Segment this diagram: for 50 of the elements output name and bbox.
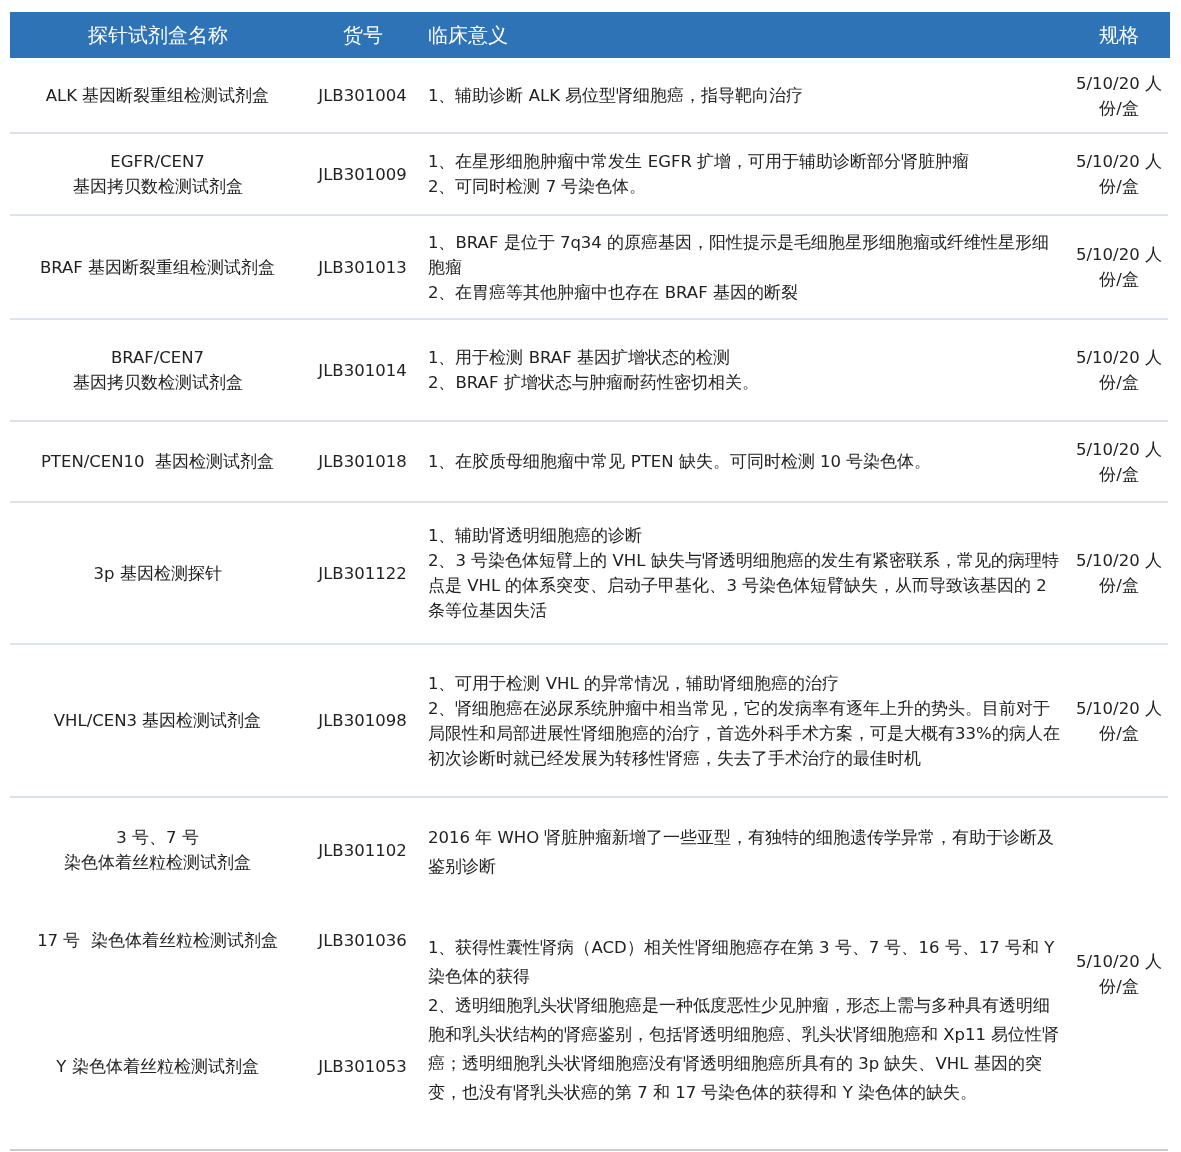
- cell-text: 2016 年 WHO 肾脏肿瘤新增了一些亚型，有独特的细胞遗传学异常，有助于诊断及鉴别诊断: [428, 826, 1056, 878]
- cell-text: VHL/CEN3 基因检测试剂盒: [52, 710, 263, 732]
- cell-text: 5/10/20 人份/盒: [1075, 438, 1163, 486]
- cell-text: 基因拷贝数检测试剂盒: [71, 176, 244, 198]
- cell-text: 17 号 染色体着丝粒检测试剂盒: [36, 929, 279, 952]
- cell-text: Y 染色体着丝粒检测试剂盒: [55, 1055, 260, 1078]
- cell-text: JLB301009: [316, 163, 408, 186]
- cell-text: 2、3 号染色体短臂上的 VHL 缺失与肾透明细胞癌的发生有紧密联系，常见的病理特点是 VHL 的体系突变、启动子甲基化、3 号染色体短臂缺失，从而导致该基因的 2 条等位基因失活: [428, 550, 1060, 622]
- cell-text: 1、BRAF 是位于 7q34 的原癌基因，阳性提示是毛细胞星形细胞瘤或纤维性星形细胞瘤: [428, 231, 1051, 279]
- cell-text: 5/10/20 人份/盒: [1075, 697, 1163, 745]
- cell-text: 2、BRAF 扩增状态与肿瘤耐药性密切相关。: [428, 372, 760, 394]
- cell-text: 3 号、7 号: [115, 827, 200, 849]
- cell-text: ALK 基因断裂重组检测试剂盒: [44, 85, 271, 107]
- cell-text: JLB301004: [316, 85, 408, 107]
- cell-text: 5/10/20 人份/盒: [1075, 244, 1163, 291]
- cell-text: 1、辅助肾透明细胞癌的诊断: [428, 525, 644, 547]
- cell-text: 2、在胃癌等其他肿瘤中也存在 BRAF 基因的断裂: [428, 281, 799, 304]
- cell-text: 5/10/20 人份/盒: [1075, 151, 1163, 198]
- cell-text: JLB301102: [316, 839, 408, 862]
- cell-text: 5/10/20 人份/盒: [1075, 347, 1163, 394]
- cell-text: 5/10/20 人份/盒: [1075, 550, 1163, 597]
- cell-text: 1、在胶质母细胞瘤中常见 PTEN 缺失。可同时检测 10 号染色体。: [428, 451, 933, 473]
- cell-text: 2、肾细胞癌在泌尿系统肿瘤中相当常见，它的发病率有逐年上升的势头。目前对于局限性和局部进展性肾细胞癌的治疗，首选外科手术方案，可是大概有33%的病人在初次诊断时就已经发展为转移性肾癌，失去了手术治疗的最佳时机: [428, 697, 1061, 770]
- cell-text: JLB301036: [316, 929, 408, 952]
- cell-text: 1、在星形细胞肿瘤中常发生 EGFR 扩增，可用于辅助诊断部分肾脏肿瘤: [428, 151, 971, 173]
- cell-text: 基因拷贝数检测试剂盒: [71, 372, 244, 394]
- cell-text: PTEN/CEN10 基因检测试剂盒: [39, 451, 276, 473]
- column-header: 规格: [1098, 22, 1140, 48]
- cell-text: 2、可同时检测 7 号染色体。: [428, 176, 648, 198]
- column-header: 临床意义: [428, 22, 509, 48]
- cell-text: JLB301053: [316, 1055, 408, 1078]
- cell-text: EGFR/CEN7: [109, 151, 206, 173]
- cell-text: 1、用于检测 BRAF 基因扩增状态的检测: [428, 347, 731, 369]
- cell-text: JLB301098: [316, 710, 408, 732]
- cell-text: 5/10/20 人份/盒: [1075, 72, 1163, 120]
- cell-text: BRAF 基因断裂重组检测试剂盒: [38, 256, 277, 279]
- cell-text: 1、可用于检测 VHL 的异常情况，辅助肾细胞癌的治疗: [428, 672, 840, 695]
- cell-text: BRAF/CEN7: [109, 347, 206, 369]
- cell-text: 1、辅助诊断 ALK 易位型肾细胞癌，指导靶向治疗: [428, 85, 805, 107]
- cell-text: 5/10/20 人份/盒: [1075, 950, 1163, 998]
- cell-text: 1、获得性囊性肾病（ACD）相关性肾细胞癌存在第 3 号、7 号、16 号、17 号和 Y 染色体的获得: [428, 937, 1056, 988]
- cell-text: JLB301018: [316, 451, 408, 473]
- cell-text: 2、透明细胞乳头状肾细胞癌是一种低度恶性少见肿瘤，形态上需与多种具有透明细胞和乳头状结构的肾癌鉴别，包括肾透明细胞癌、乳头状肾细胞癌和 Xp11 易位性肾癌；透明细胞乳头状肾细胞癌没有肾透明细胞癌所具有的 3p 缺失、VHL 基因的突变，也没有肾乳头状癌的第 7 和 17 号染色体的获得和 Y 染色体的缺失。: [428, 995, 1061, 1104]
- cell-text: JLB301122: [316, 562, 408, 585]
- column-header: 探针试剂盒名称: [86, 22, 229, 48]
- cell-text: 染色体着丝粒检测试剂盒: [63, 852, 252, 874]
- column-header: 货号: [341, 22, 384, 48]
- cell-text: JLB301014: [316, 359, 408, 382]
- cell-text: 3p 基因检测探针: [92, 562, 223, 585]
- cell-text: JLB301013: [316, 256, 408, 279]
